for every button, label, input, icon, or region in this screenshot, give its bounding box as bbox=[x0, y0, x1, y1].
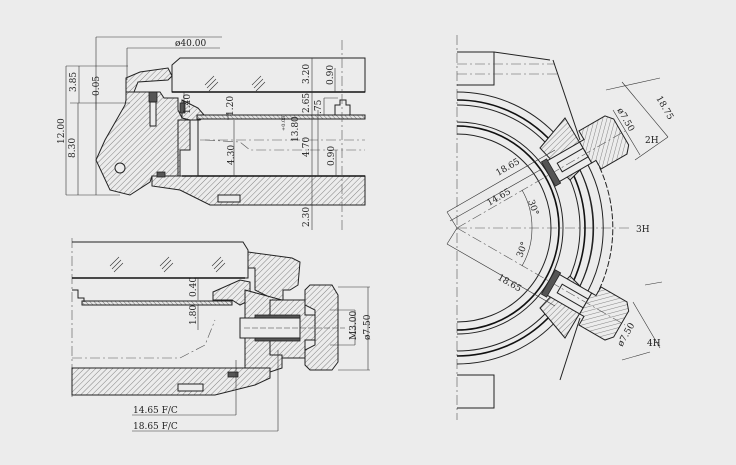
movement-outline bbox=[204, 139, 365, 151]
crown-thread-bottom bbox=[254, 337, 301, 342]
label-4h: 4H bbox=[647, 339, 661, 349]
case-edge-bottom bbox=[559, 317, 581, 381]
caseback-slot-bottom bbox=[177, 383, 204, 392]
gasket-back bbox=[156, 171, 166, 178]
dim-0-40: 0.40 bbox=[189, 277, 199, 297]
dial-bottom bbox=[81, 300, 233, 306]
dim-12-00: 12.00 bbox=[57, 118, 67, 144]
lug-top bbox=[457, 51, 495, 86]
dim-18-65-lower: 18.65 bbox=[496, 273, 524, 295]
dim-18-65-fc: 18.65 F/C bbox=[133, 422, 178, 432]
hand-pinion bbox=[334, 99, 351, 115]
plan-view: 18.75 ø7.50 2H 18.65 14.65 30° 3H 30° 18… bbox=[446, 35, 675, 420]
bottom-cross-section: 0.40 1.80 M3.00 ø7.50 14.65 F/C 18.65 F/… bbox=[71, 238, 373, 432]
dim-14-65: 14.65 bbox=[486, 187, 514, 209]
crown-2h bbox=[540, 115, 630, 187]
crown bbox=[304, 284, 339, 371]
dimension-lines bbox=[65, 36, 338, 230]
dim-8-30: 8.30 bbox=[68, 138, 78, 158]
dimension-lines-bottom bbox=[132, 278, 370, 432]
dim-dia-7-50-bottom: ø7.50 bbox=[363, 314, 373, 340]
label-2h: 2H bbox=[645, 136, 659, 146]
angle-30-lower: 30° bbox=[515, 241, 530, 259]
dial-edge bbox=[72, 289, 85, 302]
dim-1-20: 1.20 bbox=[226, 96, 236, 116]
crystal bbox=[171, 57, 366, 93]
glass-marks-bottom bbox=[109, 256, 226, 273]
dim-0-90-mid: 0.90 bbox=[327, 146, 337, 166]
bezel-bottom bbox=[247, 251, 301, 301]
gasket-bottom bbox=[227, 371, 239, 378]
dim-tolerance: +0.05 bbox=[281, 116, 287, 131]
glass-marks bbox=[204, 75, 266, 92]
case-rings bbox=[456, 91, 614, 365]
label-3h: 3H bbox=[636, 225, 650, 235]
dim-m3: M3.00 bbox=[349, 310, 359, 340]
lug-hole bbox=[114, 162, 126, 174]
dim-14-65-fc: 14.65 F/C bbox=[133, 406, 178, 416]
caseback-slot bbox=[217, 194, 241, 203]
top-cross-section: ø40.00 3.85 0.05 12.00 8.30 1.40 1.20 4.… bbox=[57, 36, 366, 232]
angle-30-upper: 30° bbox=[525, 199, 540, 217]
dimension-lines-plan bbox=[446, 77, 669, 361]
crown-4h bbox=[540, 269, 630, 341]
dial bbox=[196, 114, 366, 120]
dim-3-85: 3.85 bbox=[69, 72, 79, 92]
dim-18-65-upper: 18.65 bbox=[495, 157, 523, 179]
lug-bottom bbox=[457, 374, 495, 409]
caseback-bottom bbox=[71, 367, 271, 396]
dim-0-05: 0.05 bbox=[92, 76, 102, 96]
gasket bbox=[179, 102, 186, 114]
dim-0-75: .75 bbox=[314, 99, 324, 114]
dim-18-75: 18.75 bbox=[653, 95, 675, 123]
dim-0-90-top: 0.90 bbox=[326, 65, 336, 85]
crystal-bottom bbox=[72, 241, 249, 279]
crown-thread-top bbox=[254, 314, 301, 319]
caseback bbox=[151, 175, 366, 206]
dim-3-20: 3.20 bbox=[302, 64, 312, 84]
screw bbox=[149, 101, 157, 127]
case-edge-top bbox=[552, 59, 581, 141]
movement-block bbox=[177, 119, 199, 177]
dim-4-70: 4.70 bbox=[302, 137, 312, 157]
dim-4-30: 4.30 bbox=[227, 145, 237, 165]
screw-head bbox=[148, 91, 158, 103]
dim-1-80: 1.80 bbox=[189, 305, 199, 325]
lug-edge-top bbox=[493, 51, 551, 61]
dim-dia-40: ø40.00 bbox=[175, 39, 206, 49]
dim-2-30: 2.30 bbox=[302, 207, 312, 227]
movement-outline-bottom bbox=[72, 319, 216, 359]
dim-2-65: 2.65 bbox=[302, 93, 312, 113]
dim-1-40: 1.40 bbox=[183, 94, 193, 114]
dim-13-80: 13.80 bbox=[291, 116, 301, 142]
bezel bbox=[125, 67, 173, 93]
